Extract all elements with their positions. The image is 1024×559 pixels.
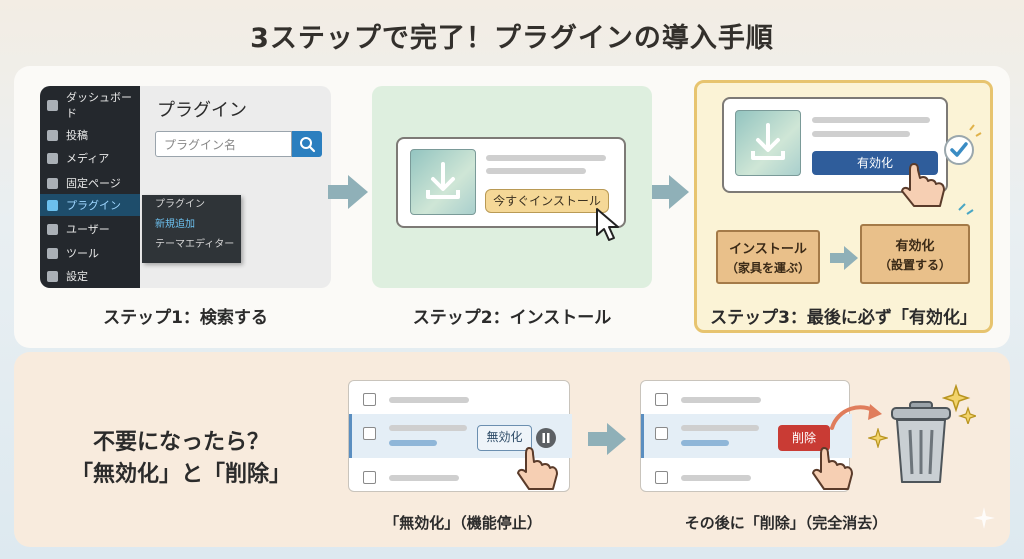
- deactivate-caption: 「無効化」（機能停止）: [384, 514, 542, 532]
- download-icon: [751, 123, 785, 160]
- text-line: [681, 425, 759, 431]
- trash-can-icon: [891, 401, 951, 483]
- sparkle-icon: [958, 203, 974, 215]
- checkbox[interactable]: [363, 393, 376, 406]
- sparkle-icon: [942, 384, 976, 424]
- text-line: [681, 440, 729, 446]
- wp-admin-screen: ダッシュボード 投稿 メディア 固定ページ プラグイン ユーザー ツール 設定: [40, 86, 331, 288]
- pin-icon: [47, 129, 58, 141]
- pointing-hand-icon: [517, 447, 558, 490]
- step3-caption: ステップ3：最後に必ず「有効化」: [710, 308, 977, 328]
- sidebar-item-users[interactable]: ユーザー: [40, 218, 140, 240]
- text-line: [389, 475, 459, 481]
- plugins-submenu: プラグイン 新規追加 テーマエディター: [142, 195, 241, 263]
- step1-caption: ステップ1：検索する: [103, 308, 268, 328]
- box-install: インストール （家具を運ぶ）: [716, 230, 820, 284]
- search-icon: [300, 137, 316, 153]
- text-line: [812, 117, 930, 123]
- settings-icon: [47, 270, 58, 282]
- text-line: [389, 440, 437, 446]
- install-now-button[interactable]: 今すぐインストール: [485, 189, 609, 213]
- text-line: [681, 397, 761, 403]
- box-activate: 有効化 （設置する）: [860, 224, 970, 284]
- arrow-right-icon: [588, 423, 626, 455]
- deactivate-button[interactable]: 無効化: [477, 425, 532, 451]
- delete-caption: その後に「削除」（完全消去）: [684, 514, 888, 532]
- text-line: [681, 475, 751, 481]
- pointing-hand-icon: [901, 163, 945, 207]
- sidebar-item-settings[interactable]: 設定: [40, 265, 140, 287]
- pointing-hand-icon: [812, 447, 853, 490]
- uninstall-question: 不要になったら？: [92, 430, 269, 455]
- sidebar-item-posts[interactable]: 投稿: [40, 124, 140, 146]
- media-icon: [47, 152, 58, 164]
- pause-icon[interactable]: [535, 427, 557, 449]
- activate-button[interactable]: 有効化: [812, 151, 938, 175]
- page-title: 3ステップで完了！プラグインの導入手順: [250, 23, 774, 54]
- submenu-item-theme-editor[interactable]: テーマエディター: [155, 239, 235, 250]
- plugin-search-input[interactable]: プラグイン名: [155, 131, 292, 157]
- plugins-heading: プラグイン: [157, 100, 247, 121]
- text-line: [486, 168, 586, 174]
- user-icon: [47, 223, 58, 235]
- search-button[interactable]: [292, 131, 322, 157]
- selected-row: [349, 414, 572, 458]
- arrow-right-icon: [328, 175, 368, 209]
- sidebar-item-dashboard[interactable]: ダッシュボード: [40, 91, 140, 120]
- plugin-thumbnail: [410, 149, 476, 215]
- text-line: [389, 397, 469, 403]
- download-icon: [426, 162, 460, 199]
- checkbox[interactable]: [655, 427, 668, 440]
- sidebar-item-media[interactable]: メディア: [40, 147, 140, 169]
- submenu-item-add-new[interactable]: 新規追加: [155, 219, 195, 230]
- plugin-icon: [47, 199, 58, 211]
- arrow-right-icon: [830, 246, 858, 270]
- sidebar-item-pages[interactable]: 固定ページ: [40, 172, 140, 194]
- checkbox[interactable]: [363, 427, 376, 440]
- text-line: [812, 131, 910, 137]
- sidebar-item-tools[interactable]: ツール: [40, 242, 140, 264]
- checkbox[interactable]: [655, 393, 668, 406]
- checkbox[interactable]: [655, 471, 668, 484]
- page-icon: [47, 177, 58, 189]
- dashboard-icon: [47, 99, 58, 111]
- submenu-item-plugins[interactable]: プラグイン: [155, 199, 205, 210]
- delete-button[interactable]: 削除: [778, 425, 830, 451]
- mouse-pointer-icon: [596, 208, 619, 241]
- step2-caption: ステップ2：インストール: [412, 308, 612, 328]
- curved-arrow-icon: [830, 404, 882, 430]
- text-line: [486, 155, 606, 161]
- checkbox[interactable]: [363, 471, 376, 484]
- sparkle-icon: [868, 428, 888, 448]
- arrow-right-icon: [649, 175, 689, 209]
- plugin-thumbnail: [735, 110, 801, 176]
- uninstall-subtitle: 「無効化」と「削除」: [70, 462, 291, 487]
- text-line: [389, 425, 467, 431]
- sidebar-item-plugins[interactable]: プラグイン: [40, 194, 140, 216]
- check-circle-icon: [944, 124, 982, 165]
- sparkle-icon: [973, 507, 995, 529]
- wrench-icon: [47, 247, 58, 259]
